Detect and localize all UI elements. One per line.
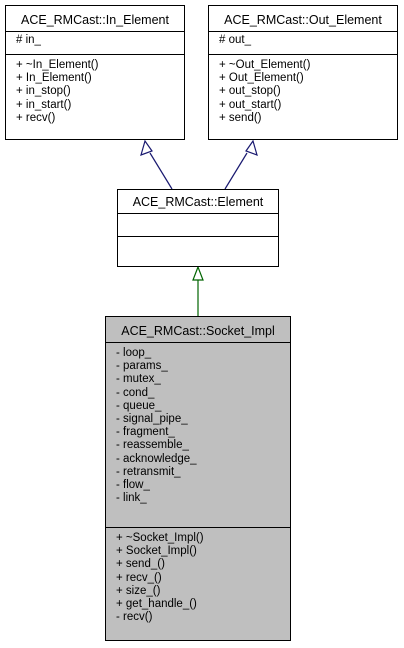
- arrowhead-out-element: [245, 139, 258, 156]
- attribute: - cond_: [116, 386, 155, 399]
- class-title: ACE_RMCast::Out_Element: [224, 13, 382, 27]
- method: + recv(): [16, 111, 56, 124]
- method: + Socket_Impl(): [116, 545, 197, 558]
- edge-element-to-out-element: [224, 152, 248, 190]
- method: + out_stop(): [219, 85, 281, 98]
- class-out-element[interactable]: ACE_RMCast::Out_Element # out_ + ~Out_El…: [208, 5, 398, 140]
- arrowhead-in-element: [140, 139, 153, 156]
- attribute: - flow_: [116, 479, 150, 492]
- attribute: - reassemble_: [116, 439, 189, 452]
- method: + ~In_Element(): [16, 59, 99, 71]
- method: + In_Element(): [16, 72, 92, 85]
- attribute: - signal_pipe_: [116, 413, 188, 426]
- methods-section: + ~In_Element() + In_Element() + in_stop…: [6, 54, 184, 127]
- method: + ~Out_Element(): [219, 59, 311, 71]
- class-title: ACE_RMCast::Element: [132, 195, 264, 209]
- attribute: # in_: [16, 34, 41, 46]
- method: + ~Socket_Impl(): [116, 532, 204, 544]
- methods-section: [118, 236, 278, 265]
- attribute: - fragment_: [116, 426, 175, 439]
- class-title: ACE_RMCast::In_Element: [21, 13, 169, 27]
- method: + Out_Element(): [219, 72, 304, 85]
- attribute: - acknowledge_: [116, 452, 197, 465]
- class-title: ACE_RMCast::Socket_Impl: [121, 324, 275, 338]
- method: + out_start(): [219, 98, 282, 111]
- attribute: - params_: [116, 360, 168, 373]
- method: + in_start(): [16, 98, 72, 111]
- attribute: - loop_: [116, 347, 152, 359]
- method: + send_(): [116, 558, 165, 571]
- attributes-section: [118, 213, 278, 236]
- attribute: - mutex_: [116, 373, 161, 386]
- attributes-section: - loop_ - params_ - mutex_ - cond_ - que…: [106, 342, 290, 527]
- method: - recv(): [116, 611, 153, 624]
- class-socket-impl[interactable]: ACE_RMCast::Socket_Impl - loop_ - params…: [105, 316, 291, 641]
- methods-section: + ~Socket_Impl() + Socket_Impl() + send_…: [106, 527, 290, 626]
- class-element[interactable]: ACE_RMCast::Element: [117, 189, 279, 267]
- edge-element-to-in-element: [149, 152, 173, 190]
- attribute: # out_: [219, 34, 251, 46]
- class-in-element[interactable]: ACE_RMCast::In_Element # in_ + ~In_Eleme…: [5, 5, 185, 140]
- attributes-section: # out_: [209, 31, 397, 54]
- attribute: - link_: [116, 492, 147, 505]
- attribute: - retransmit_: [116, 465, 181, 478]
- method: + recv_(): [116, 571, 162, 584]
- arrowhead-element: [192, 265, 204, 281]
- method: + size_(): [116, 584, 161, 597]
- attributes-section: # in_: [6, 31, 184, 54]
- attribute: - queue_: [116, 399, 162, 412]
- method: + in_stop(): [16, 85, 71, 98]
- method: + send(): [219, 111, 262, 124]
- methods-section: + ~Out_Element() + Out_Element() + out_s…: [209, 54, 397, 127]
- method: + get_handle_(): [116, 598, 197, 611]
